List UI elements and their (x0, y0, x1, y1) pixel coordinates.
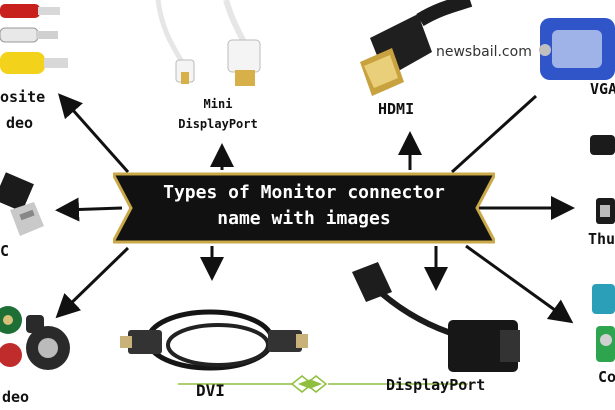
label-usb-c: C (0, 242, 10, 260)
hdmi-image (360, 0, 473, 96)
label-composite-line1: osite (0, 88, 46, 106)
label-hdmi: HDMI (378, 100, 415, 118)
label-coax: Co (598, 368, 615, 386)
usb-right-image (590, 135, 615, 224)
arrow-composite (58, 93, 130, 173)
composite-rca-image (0, 4, 68, 74)
svideo-image (0, 306, 70, 370)
title-line-2: name with images (217, 208, 391, 229)
label-displayport: DisplayPort (386, 376, 486, 394)
vga-image (539, 18, 615, 80)
watermark-text: newsbail.com (436, 44, 532, 60)
label-dvi: DVI (196, 381, 225, 400)
title-banner (113, 172, 495, 244)
label-composite-line2: deo (6, 114, 34, 132)
usb-c-image (0, 172, 44, 236)
mini-displayport-image (155, 0, 261, 86)
arrow-vga (450, 94, 538, 174)
label-mini-displayport-line1: Mini (203, 97, 233, 111)
title-line-1: Types of Monitor connector (163, 182, 445, 203)
label-thunderbolt: Thu (588, 230, 615, 248)
arrow-svideo (55, 246, 130, 319)
diagram-title: Types of Monitor connector name with ima… (113, 180, 495, 232)
coax-image (592, 284, 615, 362)
arrow-usb-c (55, 197, 123, 222)
label-vga: VGA (590, 80, 615, 98)
label-mini-displayport-line2: DisplayPort (178, 117, 258, 131)
dvi-image (120, 309, 308, 371)
ornament-divider (178, 375, 468, 393)
arrow-coax (465, 244, 574, 324)
displayport-image (352, 262, 520, 372)
label-svideo: deo (2, 388, 30, 406)
